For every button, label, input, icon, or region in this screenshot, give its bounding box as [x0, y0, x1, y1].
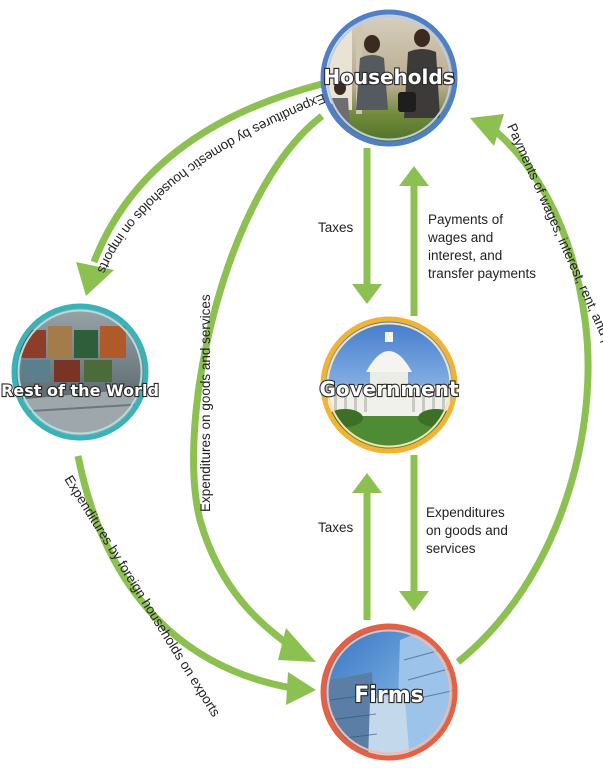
node-households: Households [320, 9, 458, 147]
firms-label: Firms [354, 683, 423, 708]
label-gov-payments-households: Payments of wages and interest, and tran… [427, 212, 536, 281]
arrow-rest-of-world-to-firms [74, 455, 316, 705]
label-firm-taxes: Taxes [318, 520, 354, 535]
arrow-households-to-rest-of-world [76, 80, 323, 296]
label-household-imports: Expenditures by domestic households on i… [94, 91, 327, 276]
households-label: Households [323, 65, 454, 89]
arrow-government-to-firms [399, 455, 429, 611]
rest-of-world-label: Rest of the World [1, 381, 159, 400]
arrow-firms-to-government [352, 473, 382, 620]
label-gov-spending-firms: Expenditures on goods and services [426, 505, 512, 556]
arrow-firms-to-households [455, 114, 592, 665]
arrow-households-to-firms [190, 113, 325, 662]
label-household-taxes: Taxes [318, 220, 354, 235]
node-firms: Firms [320, 623, 458, 761]
label-household-spending-firms: Expenditures on goods and services [198, 294, 213, 512]
government-label: Government [319, 377, 459, 401]
node-government: Government [318, 316, 460, 454]
node-rest-of-world: Rest of the World [0, 303, 160, 441]
arrow-government-to-households [399, 166, 429, 316]
flow-arrows [74, 80, 592, 705]
arrow-households-to-government [352, 148, 382, 304]
